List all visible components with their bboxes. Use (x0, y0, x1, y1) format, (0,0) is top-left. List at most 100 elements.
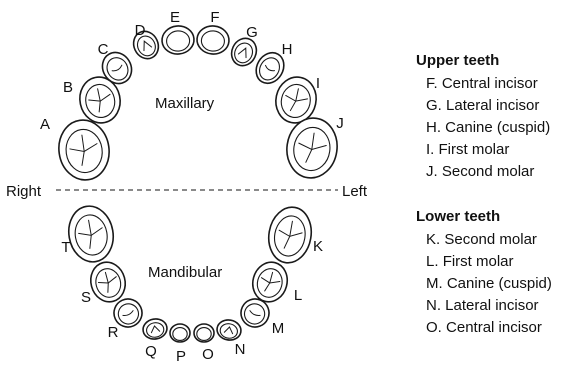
lower-tooth-p (169, 323, 191, 343)
legend-item-i: I. First molar (426, 139, 550, 161)
lower-tooth-n (216, 319, 242, 341)
upper-tooth-g (230, 37, 258, 67)
mandibular-label: Mandibular (148, 264, 222, 281)
tooth-fissure (143, 40, 153, 52)
tooth-fissure (88, 219, 92, 249)
upper-tooth-label-e: E (170, 9, 180, 26)
upper-tooth-label-c: C (98, 41, 109, 58)
lower-tooth-label-k: K (313, 238, 323, 255)
lower-tooth-t (67, 205, 115, 263)
maxillary-label: Maxillary (155, 95, 215, 112)
legend-tooth-name: Canine (cuspid) (446, 275, 552, 292)
lower-tooth-label-n: N (235, 341, 246, 358)
tooth-occlusal-outline (196, 326, 212, 342)
tooth-occlusal-outline (172, 326, 188, 342)
legend-item-f: F. Central incisor (426, 73, 550, 95)
upper-tooth-label-j: J (336, 115, 344, 132)
lower-tooth-label-m: M (272, 320, 285, 337)
legend-tooth-name: Second molar (444, 231, 537, 248)
upper-tooth-label-g: G (246, 24, 258, 41)
upper-tooth-e (161, 25, 195, 55)
legend-letter: H. (426, 119, 441, 136)
tooth-occlusal-outline (200, 30, 225, 52)
lower-tooth-label-l: L (294, 287, 302, 304)
tooth-fissure (111, 64, 123, 72)
lower-tooth-q (142, 318, 168, 340)
lower-tooth-k (267, 206, 313, 264)
legend-item-g: G. Lateral incisor (426, 95, 550, 117)
tooth-fissure (289, 88, 299, 112)
lower-teeth-legend: Lower teeth K. Second molar L. First mol… (416, 206, 552, 339)
tooth-fissure (97, 88, 101, 113)
lower-tooth-label-t: T (61, 239, 70, 256)
tooth-fissure (223, 326, 234, 335)
lower-tooth-s (89, 261, 127, 303)
left-side-label: Left (342, 183, 368, 200)
tooth-occlusal-outline (136, 35, 156, 57)
legend-letter: O. (426, 319, 442, 336)
tooth-fissure (283, 220, 293, 249)
legend-letter: G. (426, 97, 442, 114)
tooth-fissure (237, 47, 247, 59)
upper-tooth-label-a: A (40, 116, 50, 133)
legend-letter: L. (426, 253, 439, 270)
lower-tooth-o (193, 323, 215, 343)
legend-tooth-name: Central incisor (446, 319, 542, 336)
tooth-occlusal-outline (219, 323, 238, 339)
tooth-occlusal-outline (166, 30, 191, 52)
lower-tooth-label-p: P (176, 348, 186, 365)
tooth-fissure (104, 271, 109, 293)
legend-letter: N. (426, 297, 441, 314)
legend-tooth-name: First molar (442, 253, 514, 270)
lower-tooth-label-s: S (81, 289, 91, 306)
upper-tooth-c (101, 51, 133, 85)
tooth-occlusal-outline (234, 42, 254, 64)
legend-item-j: J. Second molar (426, 161, 550, 183)
tooth-occlusal-outline (243, 303, 266, 325)
tooth-occlusal-outline (259, 57, 280, 81)
legend-item-m: M. Canine (cuspid) (426, 273, 552, 295)
upper-tooth-a (58, 119, 110, 181)
legend-tooth-name: Second molar (441, 163, 535, 180)
upper-tooth-label-b: B (63, 79, 73, 96)
upper-tooth-j (286, 117, 338, 179)
legend-letter: F. (426, 75, 438, 92)
right-side-label: Right (6, 183, 42, 200)
lower-tooth-label-q: Q (145, 343, 157, 360)
upper-tooth-label-f: F (210, 9, 219, 26)
legend-tooth-name: Lateral incisor (446, 97, 540, 114)
upper-tooth-f (196, 25, 230, 55)
legend-tooth-name: First molar (438, 141, 510, 158)
upper-tooth-b (79, 76, 121, 124)
lower-tooth-m (240, 298, 270, 328)
upper-tooth-label-d: D (135, 22, 146, 39)
tooth-occlusal-outline (146, 322, 165, 338)
upper-teeth-legend: Upper teeth F. Central incisor G. Latera… (416, 50, 550, 183)
upper-tooth-label-h: H (282, 41, 293, 58)
lower-tooth-label-o: O (202, 346, 214, 363)
legend-item-o: O. Central incisor (426, 317, 552, 339)
legend-letter: K. (426, 231, 441, 248)
legend-tooth-name: Lateral incisor (445, 297, 539, 314)
tooth-fissure (150, 325, 161, 334)
tooth-fissure (264, 271, 274, 292)
upper-teeth-title: Upper teeth (416, 52, 500, 69)
upper-tooth-i (275, 76, 317, 124)
legend-item-h: H. Canine (cuspid) (426, 117, 550, 139)
lower-tooth-label-r: R (108, 324, 119, 341)
upper-tooth-h (255, 51, 285, 85)
tooth-fissure (81, 134, 85, 166)
tooth-fissure (249, 310, 261, 316)
legend-tooth-name: Central incisor (441, 75, 538, 92)
legend-tooth-name: Canine (cuspid) (445, 119, 551, 136)
legend-letter: J. (426, 163, 438, 180)
tooth-fissure (264, 64, 276, 72)
tooth-fissure (122, 310, 134, 316)
legend-item-l: L. First molar (426, 251, 552, 273)
upper-tooth-d (132, 30, 160, 60)
tooth-occlusal-outline (106, 57, 129, 81)
tooth-fissure (305, 132, 315, 163)
legend-item-n: N. Lateral incisor (426, 295, 552, 317)
lower-tooth-l (251, 261, 289, 303)
